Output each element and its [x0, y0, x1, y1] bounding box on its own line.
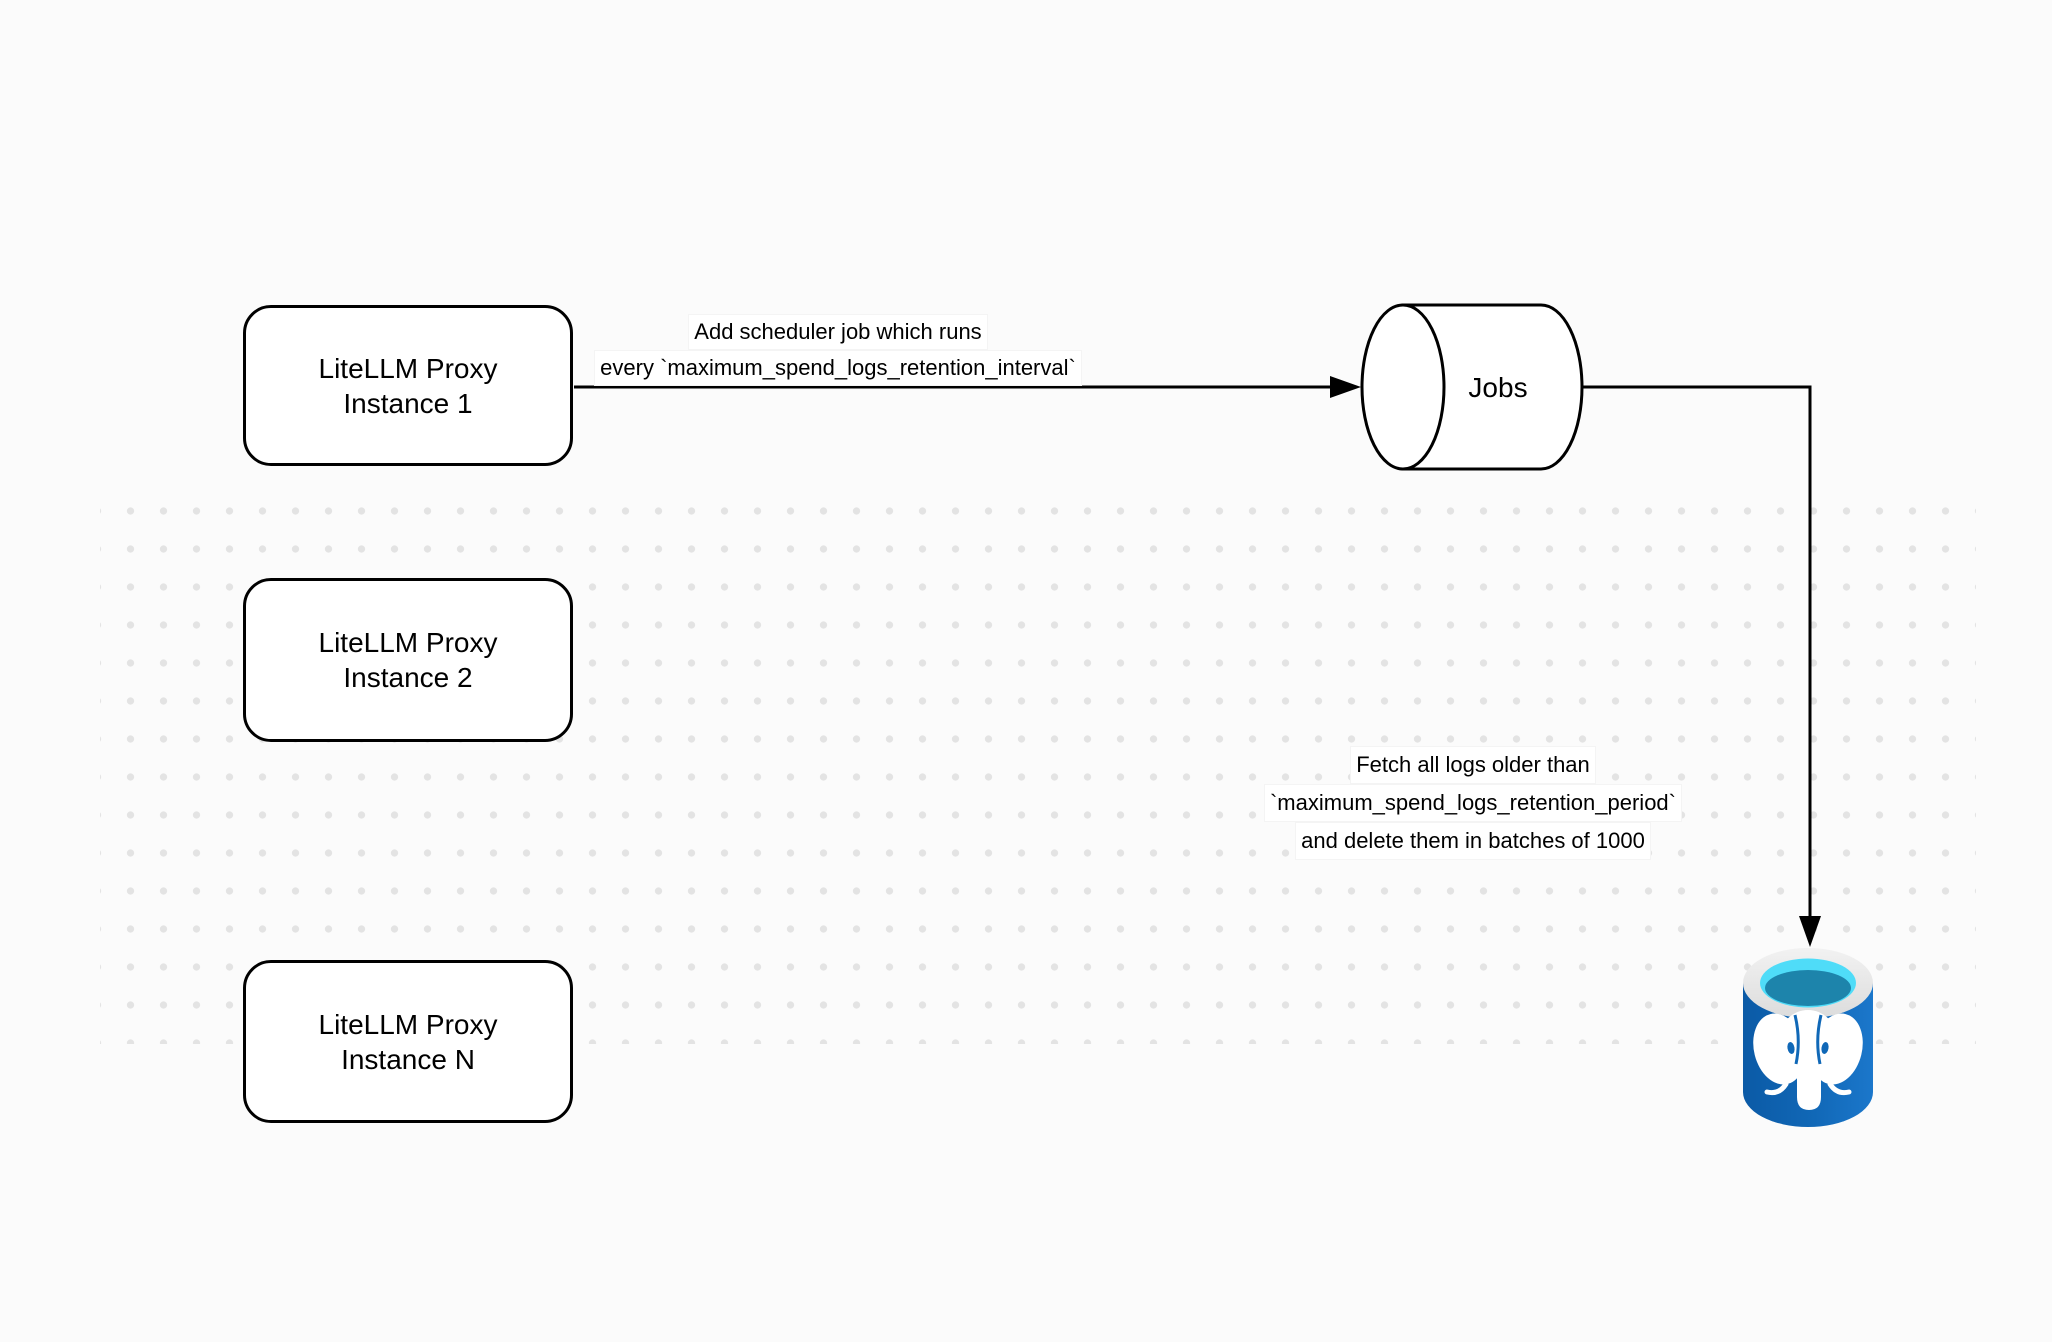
node-litellm-proxy-instance-1: LiteLLM Proxy Instance 1 [243, 305, 573, 466]
node-label: LiteLLM Proxy Instance N [318, 1008, 498, 1075]
arrowhead-right-icon [1330, 376, 1361, 398]
edge-fetch-arrow [1582, 385, 1821, 947]
jobs-queue-cylinder [1360, 303, 1584, 471]
edge-label-scheduler: Add scheduler job which runs every `maxi… [538, 314, 1138, 386]
edge-label-line: Add scheduler job which runs [688, 314, 988, 350]
edge-label-line: every `maximum_spend_logs_retention_inte… [594, 350, 1082, 386]
node-jobs-label: Jobs [1468, 372, 1528, 403]
node-label: LiteLLM Proxy Instance 1 [318, 352, 498, 419]
node-litellm-proxy-instance-n: LiteLLM Proxy Instance N [243, 960, 573, 1123]
node-label: LiteLLM Proxy Instance 2 [318, 627, 498, 693]
arrowhead-down-icon [1799, 916, 1821, 947]
postgresql-database-icon [1743, 948, 1873, 1127]
edge-label-line: and delete them in batches of 1000 [1295, 822, 1651, 860]
edge-label-fetch: Fetch all logs older than `maximum_spend… [1173, 746, 1773, 860]
edge-scheduler-arrow [574, 376, 1361, 398]
pg-elephant-icon [1753, 1010, 1863, 1110]
edge-label-line: Fetch all logs older than [1350, 746, 1596, 784]
edge-label-line: `maximum_spend_logs_retention_period` [1263, 784, 1682, 822]
pg-water-dark [1765, 970, 1851, 1006]
node-litellm-proxy-instance-2: LiteLLM Proxy Instance 2 [243, 578, 573, 742]
dot-grid-background [100, 478, 1976, 1044]
